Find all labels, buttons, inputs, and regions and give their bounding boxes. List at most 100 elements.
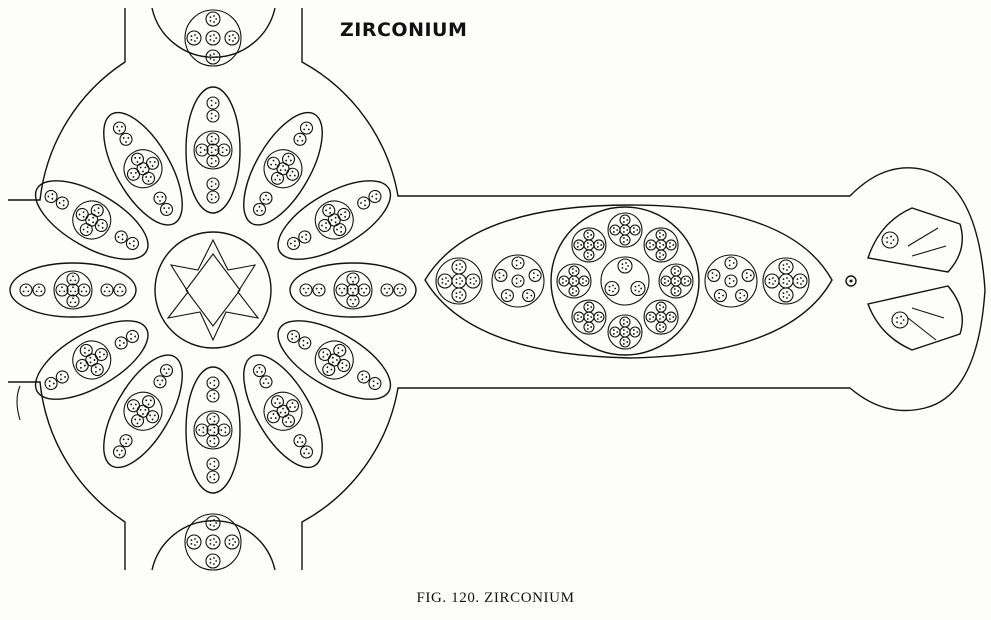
dot [306,342,309,344]
dot [571,278,574,280]
dotted-circle [322,203,336,218]
dot [622,323,625,325]
dot [213,519,215,521]
dot [896,316,898,319]
dot [616,229,619,231]
dot [659,235,661,238]
dot [224,431,227,434]
dotted-circle [85,353,99,367]
dot [608,285,611,288]
dotted-circle [145,410,160,424]
dot [576,242,579,244]
dotted-circle [79,222,93,237]
dot [301,236,303,238]
dot [659,255,661,258]
dotted-circle [891,311,909,329]
dot [498,276,501,279]
dotted-circle [655,229,667,241]
dot [575,290,578,292]
dot [800,277,802,279]
dot [586,324,589,327]
dot [338,287,341,290]
dot [571,292,574,294]
dot [142,413,144,415]
dot [97,211,100,214]
dot [167,207,170,210]
dot [276,174,279,177]
funnel-arrow [907,307,945,341]
dot [99,351,101,354]
dot [326,353,329,356]
dot [209,558,212,561]
dot [215,37,218,39]
dot [612,329,615,331]
dotted-circle [205,49,221,65]
dot [469,281,472,284]
cluster-circle [571,299,607,335]
dot [302,287,305,290]
petal [185,86,241,214]
dotted-circle [206,412,220,426]
dotted-circle [619,224,631,236]
dot [130,403,133,406]
dot [786,291,788,293]
dot [291,402,294,404]
dot [586,232,589,234]
dotted-circle [327,353,341,367]
dot [519,280,522,282]
dotted-circle [217,423,231,437]
cluster-circle [184,513,242,571]
dotted-circle [114,336,128,350]
dot [270,417,273,419]
dot [900,315,903,318]
petal [277,320,392,400]
dotted-circle [573,311,585,323]
dot [621,266,624,269]
dotted-circle [318,347,332,362]
dot [161,379,164,382]
dotted-circle [266,156,281,170]
dot [352,291,354,294]
dot [210,146,213,149]
dot [260,209,263,212]
dot [220,429,223,431]
dot [145,176,148,178]
dot [118,129,121,132]
cluster-circle [435,257,483,305]
dot [79,362,82,365]
dotted-circle [206,389,220,403]
petal-outline [243,111,323,226]
dot [612,290,614,293]
dot [455,295,458,298]
dot [782,281,785,284]
petal [243,111,323,226]
dot [632,231,635,233]
dot [210,193,213,196]
dot [209,429,212,431]
dot [336,228,338,231]
dot [64,376,66,378]
dotted-circle [670,275,682,287]
dot [196,541,199,543]
dot [296,441,299,443]
dot [322,351,325,354]
dot [622,339,625,341]
dotted-circle [186,534,202,550]
dot [585,280,588,282]
dot [786,263,788,265]
dot [669,242,671,244]
dot [274,417,277,419]
dot [622,333,625,335]
dotted-circle [206,143,220,157]
dot [270,163,273,166]
dot [902,319,905,321]
dotted-circle [130,414,145,428]
dot [354,287,357,290]
dot [581,278,584,280]
dot [455,292,458,295]
dot [372,384,375,387]
dot [213,420,216,423]
dot [80,290,83,293]
dotted-circle [44,376,58,391]
dot [88,349,90,352]
